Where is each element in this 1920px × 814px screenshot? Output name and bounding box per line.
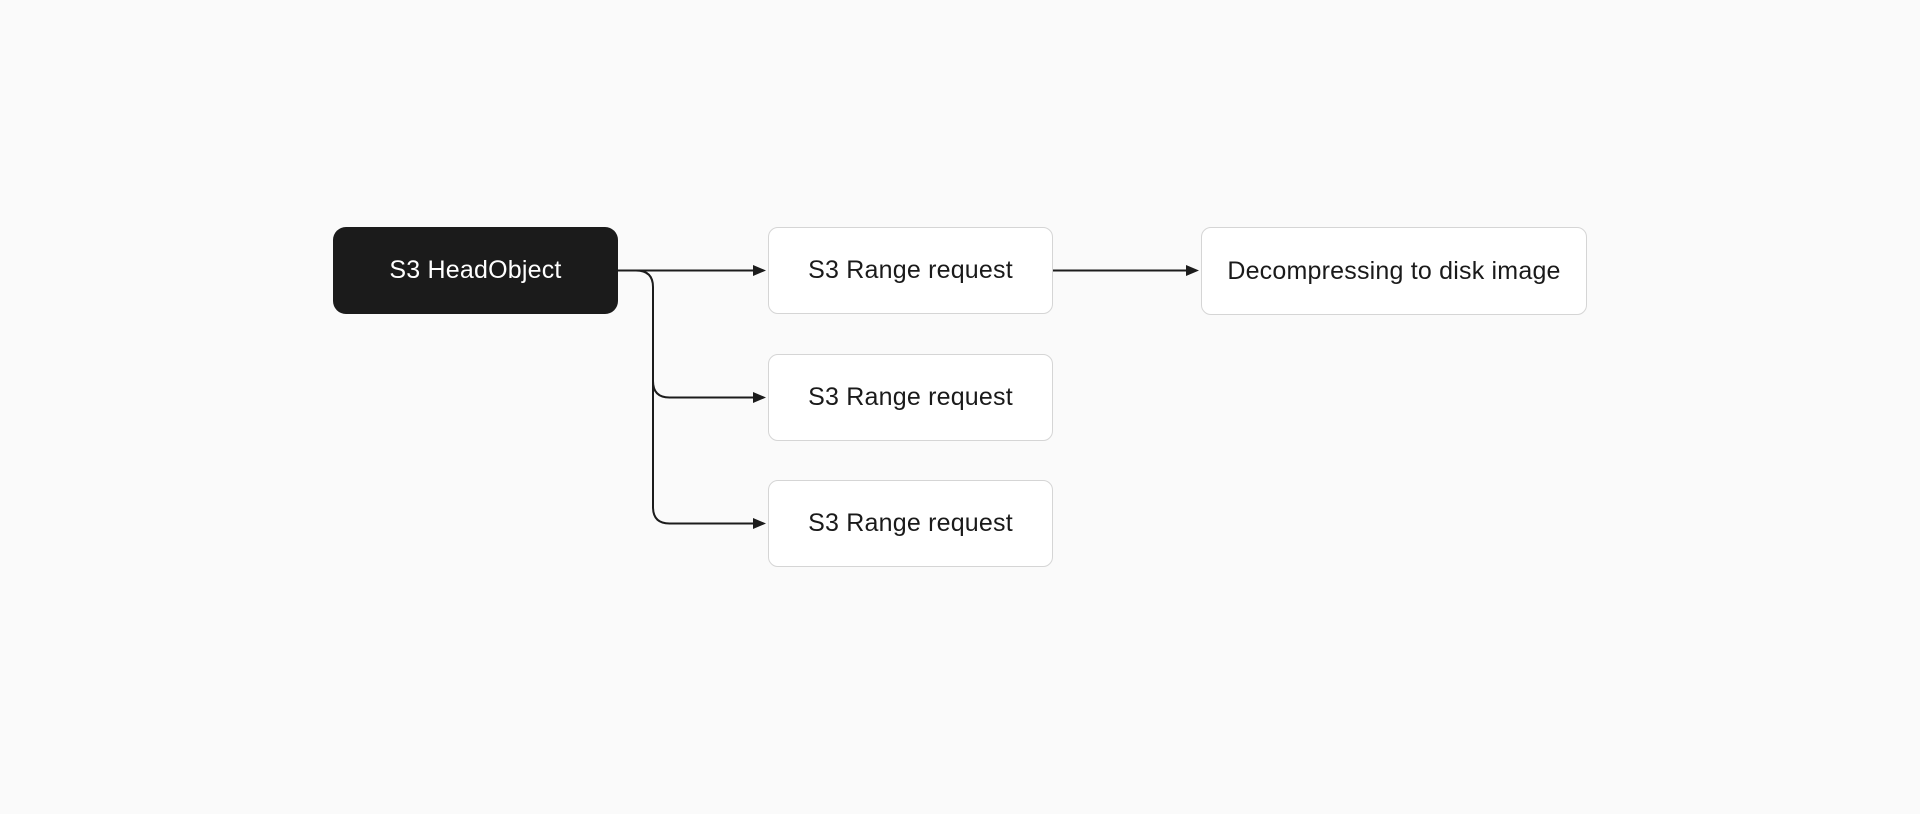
arrowhead-range2 xyxy=(753,392,766,403)
node-s3-headobject: S3 HeadObject xyxy=(333,227,618,314)
arrowhead-range1 xyxy=(753,265,766,276)
node-s3-range-request-1: S3 Range request xyxy=(768,227,1053,314)
node-decompressing-to-disk-image-label: Decompressing to disk image xyxy=(1227,256,1561,285)
node-decompressing-to-disk-image: Decompressing to disk image xyxy=(1201,227,1587,315)
node-s3-range-request-2: S3 Range request xyxy=(768,354,1053,441)
arrowhead-decompress xyxy=(1186,265,1199,276)
arrowhead-range3 xyxy=(753,518,766,529)
edge-head-to-range3 xyxy=(635,269,753,525)
node-s3-range-request-3: S3 Range request xyxy=(768,480,1053,567)
node-s3-headobject-label: S3 HeadObject xyxy=(389,256,562,284)
node-s3-range-request-2-label: S3 Range request xyxy=(808,383,1013,411)
node-s3-range-request-1-label: S3 Range request xyxy=(808,256,1013,284)
edge-head-to-range2 xyxy=(652,380,753,399)
node-s3-range-request-3-label: S3 Range request xyxy=(808,509,1013,537)
